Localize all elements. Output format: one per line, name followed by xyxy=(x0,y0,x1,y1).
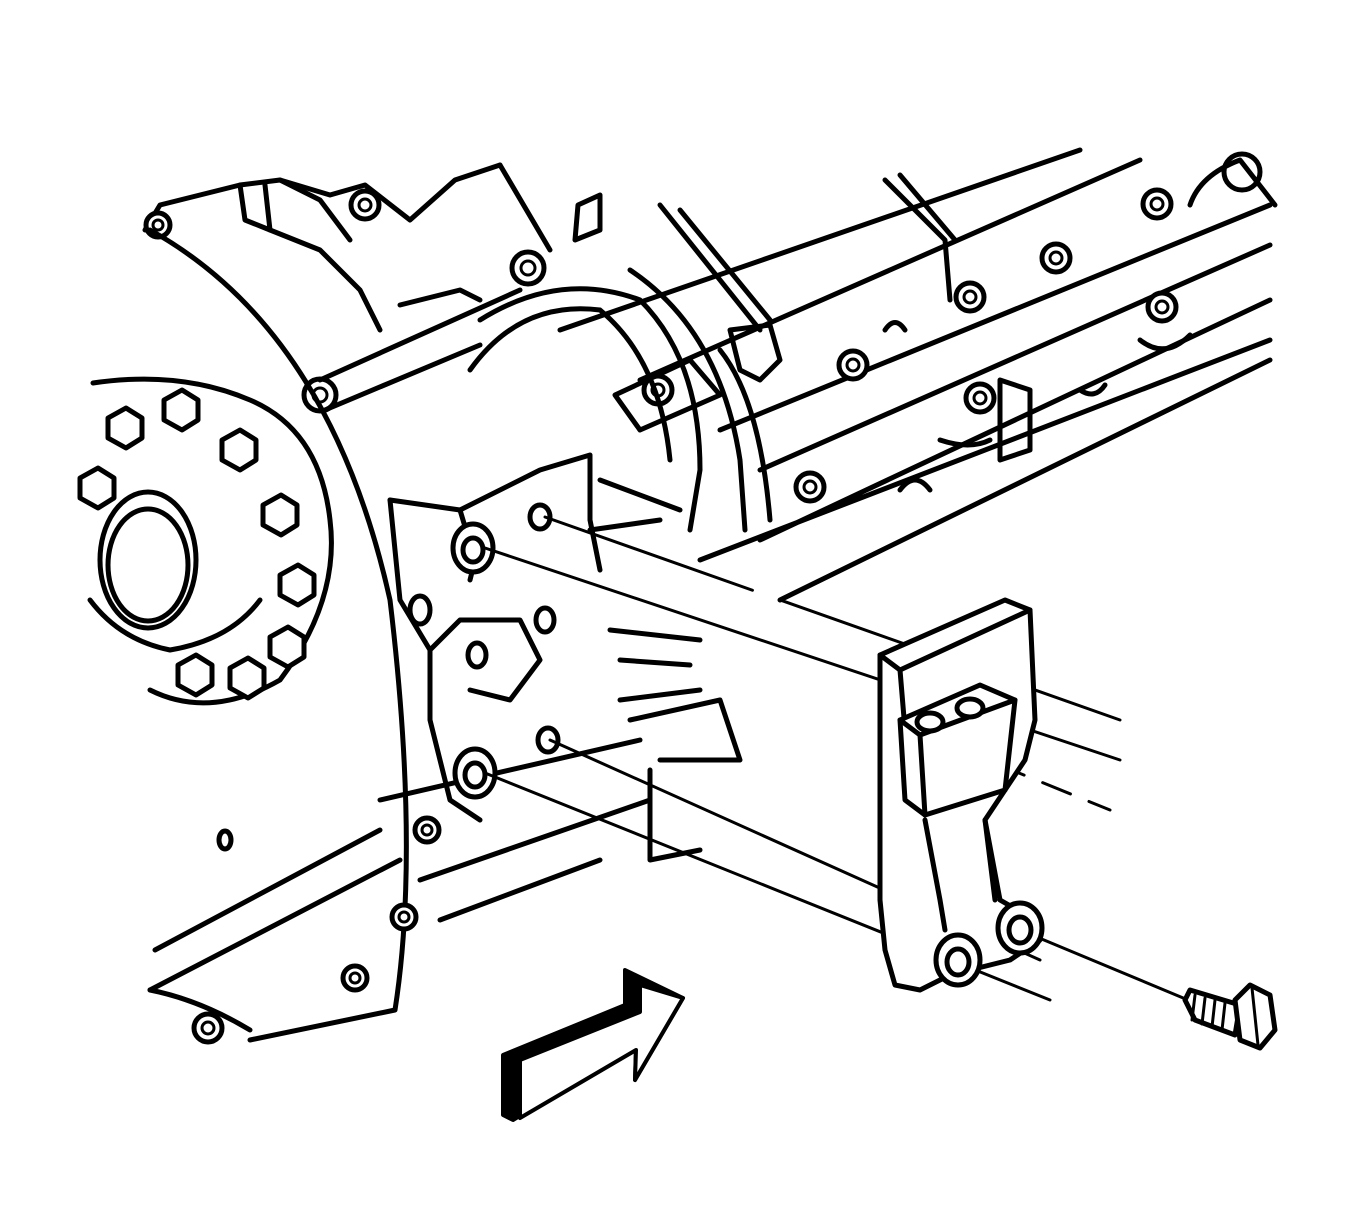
flywheel xyxy=(77,227,409,1043)
mount-bracket xyxy=(877,597,1045,993)
direction-arrow xyxy=(501,968,685,1122)
bolt xyxy=(1182,982,1278,1051)
flywheel-bolts xyxy=(77,387,317,701)
mounting-holes xyxy=(450,502,561,800)
alignment-lines xyxy=(483,515,1202,1007)
transmission-flange xyxy=(191,452,743,1045)
transmission-case xyxy=(142,162,783,533)
engine-block xyxy=(557,147,1278,603)
engine-bosses xyxy=(793,187,1193,504)
